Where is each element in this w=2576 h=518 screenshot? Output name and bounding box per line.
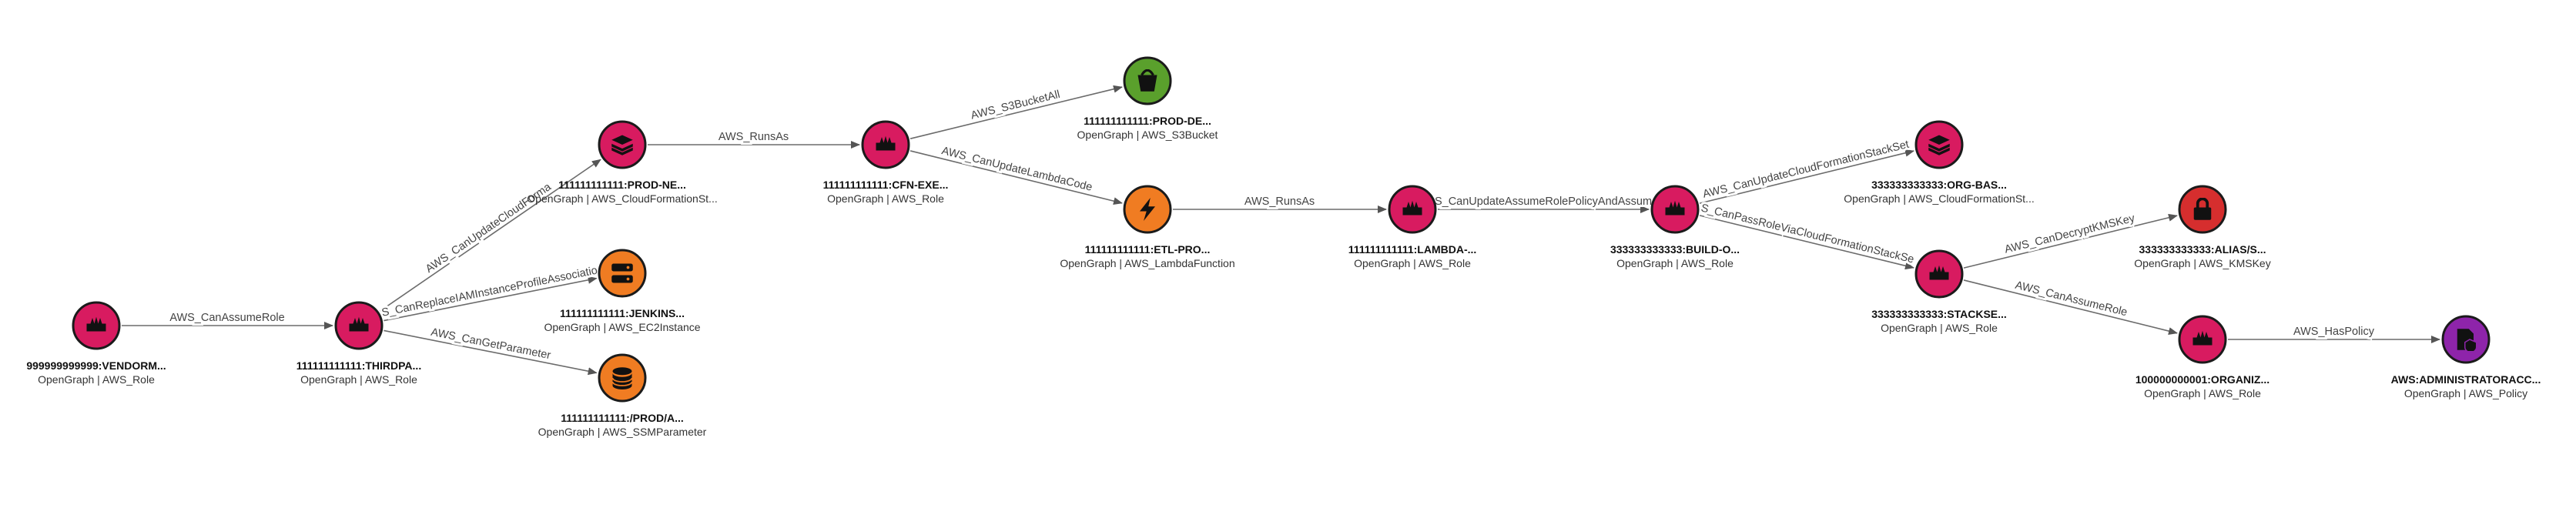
node-kind: OpenGraph | AWS_CloudFormationSt...	[527, 192, 717, 205]
node-kind: OpenGraph | AWS_Policy	[2404, 387, 2527, 399]
node-kind: OpenGraph | AWS_Role	[300, 373, 417, 386]
edge-label: S_CanUpdateAssumeRolePolicyAndAssum	[1435, 196, 1652, 208]
edge-label: AWS_CanUpdateLambdaCode	[940, 145, 1094, 194]
edge-line[interactable]	[384, 329, 598, 376]
edge-line[interactable]	[1963, 213, 2178, 269]
node-name: 333333333333:ALIAS/S...	[2139, 243, 2266, 256]
edge-line[interactable]	[384, 276, 598, 322]
edge-label: AWS_RunsAs	[719, 131, 789, 143]
node-name: 111111111111:THIRDPA...	[296, 359, 421, 372]
edge-organiz-admin[interactable]: AWS_HasPolicy	[2228, 323, 2440, 343]
node-build[interactable]: 333333333333:BUILD-O...OpenGraph | AWS_R…	[1610, 185, 1740, 269]
node-lambdarole[interactable]: 111111111111:LAMBDA-...OpenGraph | AWS_R…	[1348, 185, 1477, 269]
node-name: 111111111111:ETL-PRO...	[1085, 243, 1211, 256]
node-thirdpa[interactable]: 111111111111:THIRDPA...OpenGraph | AWS_R…	[296, 301, 421, 386]
node-kind: OpenGraph | AWS_Role	[2144, 387, 2261, 399]
edge-line[interactable]	[909, 85, 1123, 139]
edge-label: AWS_CanAssumeRole	[169, 312, 284, 324]
node-prodne[interactable]: 111111111111:PROD-NE...OpenGraph | AWS_C…	[527, 120, 718, 205]
node-name: 111111111111:/PROD/A...	[561, 412, 684, 424]
node-kind: OpenGraph | AWS_LambdaFunction	[1060, 257, 1234, 269]
node-stackse[interactable]: 333333333333:STACKSE... OpenGraph | AWS_R…	[1871, 249, 2007, 334]
edge-label: AWS_HasPolicy	[2293, 326, 2375, 338]
node-name: 111111111111:CFN-EXE...	[823, 179, 949, 191]
edge-label: AWS_CanDecryptKMSKey	[2003, 212, 2136, 256]
nodes-layer: 999999999999:VENDORM...OpenGraph | AWS_R…	[26, 56, 2541, 438]
node-name: 111111111111:PROD-DE...	[1084, 115, 1211, 127]
edge-prodne-cfnexe[interactable]: AWS_RunsAs	[648, 129, 860, 149]
node-name: 999999999999:VENDORM...	[26, 359, 166, 372]
edge-label: AWS_RunsAs	[1244, 196, 1315, 208]
node-kind: OpenGraph | AWS_Role	[38, 373, 155, 386]
node-kind: OpenGraph | AWS_CloudFormationSt...	[1844, 192, 2034, 205]
node-kind: OpenGraph | AWS_Role	[1354, 257, 1471, 269]
node-name: 111111111111:JENKINS...	[560, 307, 685, 319]
node-orgbas[interactable]: 333333333333:ORG-BAS...OpenGraph | AWS_C…	[1844, 120, 2035, 205]
node-kind: OpenGraph | AWS_S3Bucket	[1077, 129, 1218, 141]
edge-line[interactable]	[1699, 149, 1914, 204]
node-name: 333333333333:ORG-BAS...	[1871, 179, 2007, 191]
node-kind: OpenGraph | AWS_Role	[827, 192, 944, 205]
edges-layer: AWS_CanAssumeRole AWS_CanUpdateCloudForma…	[122, 85, 2440, 376]
node-kms[interactable]: 333333333333:ALIAS/S...OpenGraph | AWS_K…	[2134, 185, 2271, 269]
node-name: 100000000001:ORGANIZ...	[2136, 373, 2269, 386]
edge-label: AWS_CanGetParameter	[430, 326, 551, 363]
node-jenkins[interactable]: 111111111111:JENKINS... OpenGraph | AWS_E…	[544, 249, 701, 333]
node-lambdafn[interactable]: 111111111111:ETL-PRO...OpenGraph | AWS_L…	[1060, 185, 1235, 269]
node-kind: OpenGraph | AWS_Role	[1881, 322, 1998, 334]
edge-line[interactable]	[379, 159, 601, 312]
node-kind: OpenGraph | AWS_KMSKey	[2134, 257, 2270, 269]
node-name: 333333333333:BUILD-O...	[1610, 243, 1740, 256]
node-name: 111111111111:PROD-NE...	[558, 179, 686, 191]
node-circle[interactable]	[598, 249, 647, 298]
edge-line[interactable]	[909, 150, 1123, 206]
node-organiz[interactable]: 100000000001:ORGANIZ...OpenGraph | AWS_R…	[2136, 315, 2269, 399]
edge-vendor-thirdpa[interactable]: AWS_CanAssumeRole	[122, 309, 333, 329]
node-admin[interactable]: AWS:ADMINISTRATORACC...OpenGraph | AWS_P…	[2391, 315, 2541, 399]
edge-lambdafn-lambdarole[interactable]: AWS_RunsAs	[1173, 193, 1387, 213]
edge-line[interactable]	[1963, 279, 2178, 335]
node-name: 333333333333:STACKSE...	[1871, 308, 2007, 320]
node-name: 111111111111:LAMBDA-...	[1348, 243, 1477, 256]
edge-label: AWS_CanUpdateCloudFormationStackSet	[1702, 139, 1911, 201]
node-vendor[interactable]: 999999999999:VENDORM...OpenGraph | AWS_R…	[26, 301, 166, 386]
node-kind: OpenGraph | AWS_Role	[1616, 257, 1734, 269]
node-s3[interactable]: 111111111111:PROD-DE... OpenGraph | AWS_S…	[1077, 56, 1218, 141]
node-kind: OpenGraph | AWS_EC2Instance	[544, 321, 700, 333]
edge-line[interactable]	[1699, 215, 1914, 270]
node-kind: OpenGraph | AWS_SSMParameter	[538, 426, 707, 438]
node-name: AWS:ADMINISTRATORACC...	[2391, 373, 2541, 386]
edge-label: AWS_CanAssumeRole	[2014, 279, 2129, 319]
node-ssm[interactable]: 111111111111:/PROD/A... OpenGraph | AWS_S…	[538, 353, 707, 438]
node-cfnexe[interactable]: 111111111111:CFN-EXE...OpenGraph | AWS_R…	[823, 120, 949, 205]
edge-lambdarole-build[interactable]: S_CanUpdateAssumeRolePolicyAndAssum	[1432, 193, 1654, 213]
database-icon	[611, 366, 633, 389]
